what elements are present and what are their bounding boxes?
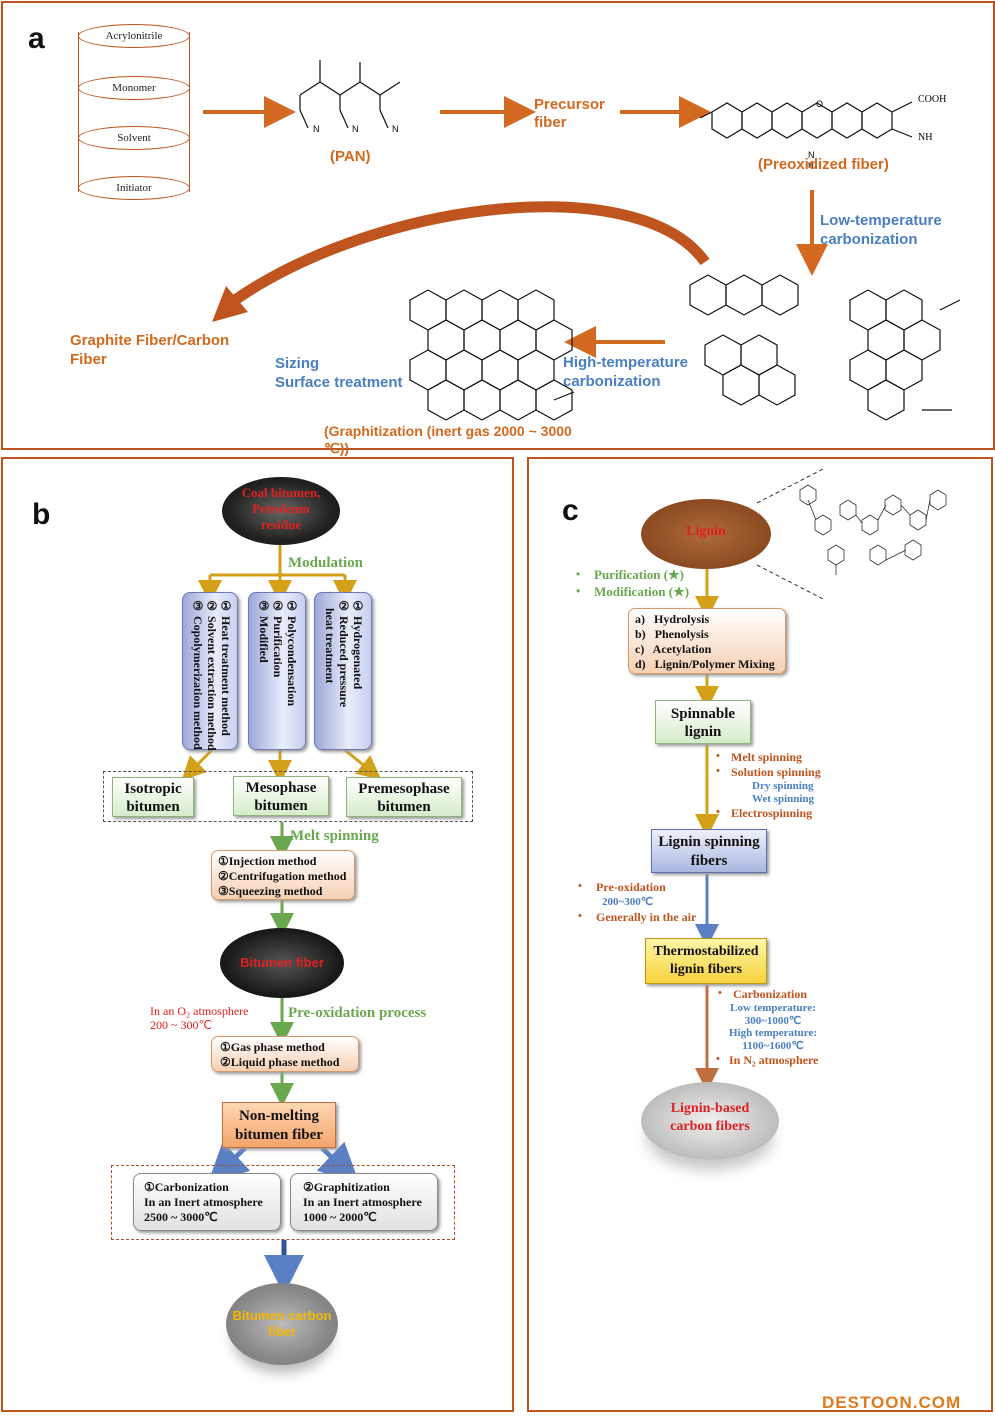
coal-bitumen-label: Coal bitumen, Petroleum residue bbox=[241, 485, 321, 532]
electrospinning: Electrospinning bbox=[731, 806, 813, 820]
bullet: • bbox=[716, 750, 720, 762]
lignin-carbon-fiber-image bbox=[641, 1082, 779, 1160]
modulation-label: Modulation bbox=[288, 555, 364, 571]
mesophase-bitumen: Mesophase bitumen bbox=[233, 776, 329, 816]
pan-label: (PAN) bbox=[330, 148, 371, 165]
lignin-image bbox=[641, 499, 771, 569]
non-melting-bitumen-fiber: Non-melting bitumen fiber bbox=[222, 1102, 336, 1148]
panel-b bbox=[1, 457, 514, 1412]
method-column-2-text: ① Polycondensation ② Purification ③ Modi… bbox=[257, 599, 299, 707]
bullet: • bbox=[716, 1053, 720, 1065]
melt-spinning-label: Melt spinning bbox=[290, 828, 379, 844]
panel-c bbox=[527, 457, 993, 1412]
bitumen-fiber-image bbox=[220, 928, 344, 998]
carbonization-group bbox=[111, 1165, 455, 1240]
svg-text:H: H bbox=[808, 161, 814, 170]
panel-a-label: a bbox=[28, 22, 45, 55]
low-temp-label: Low-temperature carbonization bbox=[820, 212, 942, 248]
bullet: • bbox=[716, 765, 720, 777]
curved-arrow bbox=[231, 201, 710, 305]
preoxidation-label: Pre-oxidation process bbox=[288, 1005, 427, 1021]
nh-label: NH bbox=[918, 132, 933, 143]
preoxidation-temp: 200~300℃ bbox=[602, 896, 654, 908]
graphitization-label: (Graphitization (inert gas 2000 ~ 3000 ℃… bbox=[324, 423, 572, 456]
graphitization-box: ②Graphitization In an Inert atmosphere 1… bbox=[290, 1173, 438, 1231]
panel-b-arrows bbox=[181, 545, 382, 1295]
solution-spinning: Solution spinning bbox=[731, 765, 821, 779]
curved-arrow-head bbox=[212, 286, 248, 322]
purification-label: Purification (★) bbox=[594, 567, 684, 582]
panel-a-graphics: N N N O N H bbox=[203, 60, 961, 421]
n2-atmosphere: In N₂ atmosphere bbox=[729, 1053, 819, 1067]
low-temperature: Low temperature: 300~1000℃ bbox=[730, 1002, 816, 1027]
air-note: Generally in the air bbox=[596, 910, 697, 924]
cooh-label: COOH bbox=[918, 94, 947, 105]
bitumen-fiber-label: Bitumen fiber bbox=[240, 955, 324, 970]
panel-a bbox=[1, 1, 995, 450]
method-column-2: ① Polycondensation ② Purification ③ Modi… bbox=[248, 592, 306, 750]
lignin-label: Lignin bbox=[686, 524, 726, 539]
precursor-fiber-label: Precursor fiber bbox=[534, 96, 605, 131]
method-column-3-text: ① Hydrogenated ② Reduced pressure heat t… bbox=[323, 599, 365, 708]
cylinder-item: Monomer bbox=[78, 76, 190, 100]
bitumen-types-group bbox=[103, 771, 473, 822]
preoxidation-c: Pre-oxidation bbox=[596, 880, 666, 894]
bullet: • bbox=[718, 987, 722, 999]
bullet: • bbox=[576, 584, 581, 598]
melt-spinning-c: Melt spinning bbox=[731, 750, 803, 764]
svg-text:N: N bbox=[313, 124, 320, 134]
bitumen-carbon-fiber-label: Bitumen carbon fiber bbox=[232, 1308, 332, 1339]
sizing-label: Sizing Surface treatment bbox=[275, 355, 403, 391]
modification-label: Modification (★) bbox=[594, 584, 690, 599]
spinning-methods-box: ①Injection method ②Centrifugation method… bbox=[211, 850, 355, 900]
o2-note: In an O₂ atmosphere 200 ~ 300℃ bbox=[150, 1004, 249, 1032]
high-temp-label: High-temperature carbonization bbox=[563, 354, 689, 390]
modification-list-box: a) Hydrolysis b) Phenolysis c) Acetylati… bbox=[628, 608, 786, 674]
preoxidized-fiber-label: (Preoxidized fiber) bbox=[758, 156, 889, 173]
lignin-spinning-fibers: Lignin spinning fibers bbox=[651, 829, 767, 873]
method-column-3: ① Hydrogenated ② Reduced pressure heat t… bbox=[314, 592, 372, 750]
phase-methods-box: ①Gas phase method ②Liquid phase method bbox=[211, 1036, 359, 1072]
bullet: • bbox=[716, 806, 720, 818]
thermostabilized-lignin-fibers: Thermostabilized lignin fibers bbox=[645, 938, 767, 984]
premesophase-bitumen: Premesophase bitumen bbox=[346, 777, 462, 817]
bullet: • bbox=[576, 567, 581, 581]
high-temperature: High temperature: 1100~1600℃ bbox=[728, 1027, 818, 1052]
panel-c-label: c bbox=[562, 494, 579, 527]
svg-text:O: O bbox=[816, 99, 823, 109]
bullet: • bbox=[578, 880, 582, 892]
wet-spinning: Wet spinning bbox=[752, 793, 815, 805]
cylinder-item: Solvent bbox=[78, 126, 190, 150]
carbonization-c: Carbonization bbox=[733, 987, 808, 1001]
svg-text:N: N bbox=[808, 150, 815, 160]
svg-text:N: N bbox=[352, 124, 359, 134]
isotropic-bitumen: Isotropic bitumen bbox=[112, 777, 194, 817]
method-column-1-text: ① Heat treatment method ② Solvent extrac… bbox=[191, 599, 233, 751]
reactor-cylinder: Acrylonitrile Monomer Solvent Initiator bbox=[78, 20, 190, 200]
cylinder-item: Acrylonitrile bbox=[78, 24, 190, 48]
carbonization-box: ①Carbonization In an Inert atmosphere 25… bbox=[133, 1173, 281, 1231]
bullet: • bbox=[578, 910, 582, 922]
svg-text:N: N bbox=[392, 124, 399, 134]
watermark: DESTOON.COM bbox=[822, 1393, 962, 1412]
cylinder-item: Initiator bbox=[78, 176, 190, 200]
graphite-fiber-label: Graphite Fiber/Carbon Fiber bbox=[70, 332, 230, 368]
method-column-1: ① Heat treatment method ② Solvent extrac… bbox=[182, 592, 238, 751]
lignin-carbon-fiber-label: Lignin-based carbon fibers bbox=[670, 1101, 750, 1134]
spinnable-lignin: Spinnable lignin bbox=[655, 700, 751, 744]
dry-spinning: Dry spinning bbox=[752, 780, 814, 792]
coal-bitumen-image bbox=[222, 477, 340, 545]
bitumen-carbon-fiber-image bbox=[226, 1283, 338, 1365]
panel-b-label: b bbox=[32, 498, 51, 531]
